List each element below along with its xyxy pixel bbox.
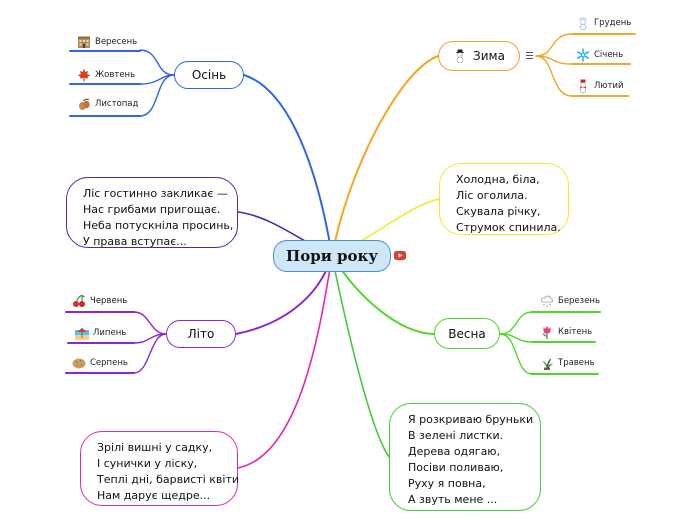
poem-line: Руху я повна, [408,477,486,490]
poem-line: Нам дарує щедре... [97,489,211,502]
snowman-icon [576,79,590,93]
poem-line: Зрілі вишні у садку, [97,441,213,454]
month-december[interactable]: Грудень [576,16,631,30]
poem-line: Посіви поливаю, [408,461,504,474]
month-label: Березень [558,296,601,306]
beach-icon [75,326,89,340]
month-august[interactable]: Серпень [72,356,128,370]
connector-poem-summer [237,255,333,469]
potato-icon [72,356,86,370]
month-label: Жовтень [95,70,136,80]
connector-winter [331,55,439,257]
branch-winter-label: Зима [473,49,505,63]
connector-month [535,33,573,57]
connector-month [133,311,167,335]
poem-line: І сунички у ліску, [97,457,198,470]
poem-line: Я розкриваю бруньки [408,413,534,426]
month-label: Лютий [594,81,624,91]
month-label: Серпень [90,358,128,368]
branch-summer-label: Літо [187,327,215,341]
month-september[interactable]: Вересень [77,35,137,49]
building-icon [77,35,91,49]
month-label: Травень [558,358,595,368]
branch-autumn-label: Осінь [191,68,227,82]
month-label: Квітень [558,327,593,337]
maple-leaf-icon [77,68,91,82]
cherries-icon [72,294,86,308]
poem-line: Теплі дні, барвисті квіти [97,473,239,486]
poem-line: Ліс оголила. [456,189,528,202]
month-label: Січень [594,50,624,60]
poem-winter[interactable]: Холодна, біла, Ліс оголила. Скувала річк… [439,163,569,235]
poem-summer[interactable]: Зрілі вишні у садку, І сунички у ліску, … [80,431,239,506]
connector-month [499,311,533,335]
month-label: Червень [90,296,128,306]
cloud-snow-icon [540,294,554,308]
branch-spring[interactable]: Весна [434,318,500,349]
month-label: Липень [93,328,127,338]
poem-line: Нас грибами пригощає. [83,203,221,216]
connector-month [133,333,167,374]
herb-icon [540,356,554,370]
month-october[interactable]: Жовтень [77,68,135,82]
connector-month [139,49,175,76]
poem-line: Струмок спинила. [456,221,561,234]
poem-line: Неба потускніла просинь, [83,219,234,232]
month-june[interactable]: Червень [72,294,127,308]
poem-line: В зелені листки. [408,429,504,442]
menu-lines-icon[interactable] [526,50,533,61]
connector-month [535,55,573,97]
central-topic[interactable]: Пори року [273,240,391,272]
snowman-outline-icon [576,16,590,30]
month-may[interactable]: Травень [540,356,595,370]
poem-line: Холодна, біла, [456,173,540,186]
month-march[interactable]: Березень [540,294,600,308]
poem-spring[interactable]: Я розкриваю бруньки В зелені листки. Дер… [389,403,541,511]
snowman-icon [453,49,467,63]
month-july[interactable]: Липень [75,326,126,340]
poem-line: Ліс гостинно закликає — [83,187,228,200]
month-label: Грудень [594,18,632,28]
poem-line: Скувала річку, [456,205,541,218]
month-january[interactable]: Січень [576,48,623,62]
connector-autumn [243,74,333,257]
snowflake-icon [576,48,590,62]
poem-autumn[interactable]: Ліс гостинно закликає — Нас грибами приг… [66,177,238,248]
central-topic-label: Пори року [286,247,378,265]
connector-month [139,74,175,117]
month-february[interactable]: Лютий [576,79,624,93]
video-play-icon[interactable] [394,251,406,260]
poem-line: Дерева одягаю, [408,445,501,458]
branch-spring-label: Весна [448,326,486,341]
branch-autumn[interactable]: Осінь [174,61,244,89]
branch-summer[interactable]: Літо [166,320,236,348]
month-label: Вересень [95,37,138,47]
branch-winter[interactable]: Зима [438,41,520,71]
month-november[interactable]: Листопад [77,97,138,111]
poem-line: А звуть мене ... [408,493,498,506]
poem-line: У права вступає... [83,235,187,248]
connector-month [499,333,533,375]
acorn-icon [77,97,91,111]
month-label: Листопад [95,99,139,109]
connector-poem-spring [331,255,390,458]
tulip-icon [540,325,554,339]
month-april[interactable]: Квітень [540,325,592,339]
